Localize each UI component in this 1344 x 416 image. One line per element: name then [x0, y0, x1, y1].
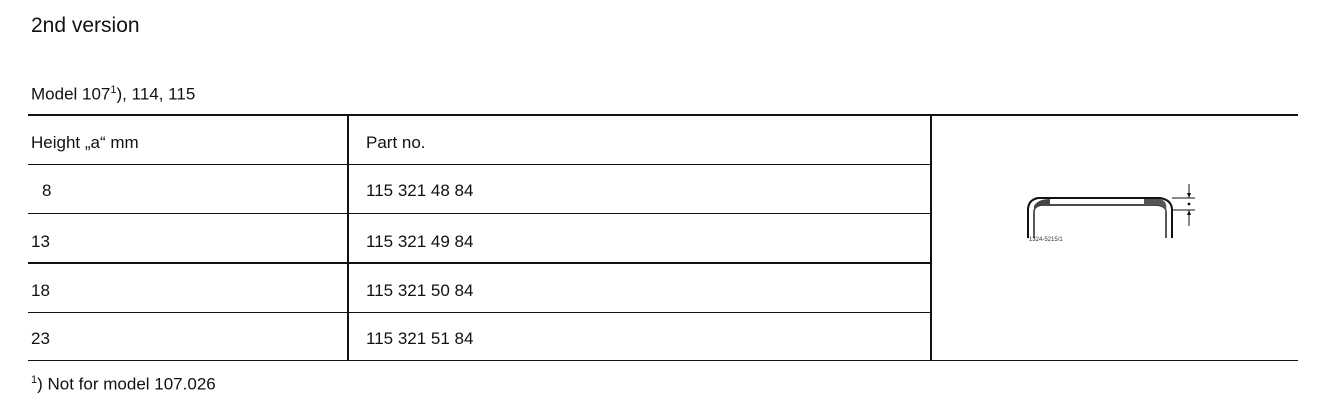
- table-cell-height: 8: [42, 181, 52, 200]
- table-cell-part-no: 115 321 51 84: [366, 329, 474, 348]
- table-bottom-rule: [28, 360, 1298, 361]
- table-cell-part-no: 115 321 49 84: [366, 232, 474, 251]
- model-footnote-ref: 1: [110, 84, 117, 96]
- footnote-text: ) Not for model 107.026: [37, 374, 216, 394]
- table-cell-part-no: 115 321 48 84: [366, 181, 474, 200]
- table-cell-height: 13: [31, 232, 50, 251]
- footnote: 1) Not for model 107.026: [31, 374, 216, 395]
- model-line: Model 1071), 114, 115: [31, 84, 195, 105]
- table-row-rule: [28, 262, 931, 264]
- table-top-rule: [28, 114, 1298, 116]
- column-divider: [347, 115, 349, 361]
- column-header-part-no: Part no.: [366, 133, 426, 152]
- table-row-rule: [28, 213, 931, 214]
- table-row-rule: [28, 164, 931, 165]
- page-heading: 2nd version: [31, 14, 140, 37]
- table-cell-height: 18: [31, 281, 50, 300]
- table-cell-height: 23: [31, 329, 50, 348]
- cap-cross-section-icon: [1027, 184, 1195, 238]
- figure-divider: [930, 115, 932, 361]
- column-header-height: Height „a“ mm: [31, 133, 139, 152]
- footnote-ref: 1: [31, 374, 38, 386]
- model-suffix: ), 114, 115: [116, 84, 196, 104]
- figure-code: 1324-5215/1: [1029, 237, 1063, 243]
- model-prefix: Model 107: [31, 84, 111, 104]
- table-cell-part-no: 115 321 50 84: [366, 281, 474, 300]
- table-row-rule: [28, 312, 931, 313]
